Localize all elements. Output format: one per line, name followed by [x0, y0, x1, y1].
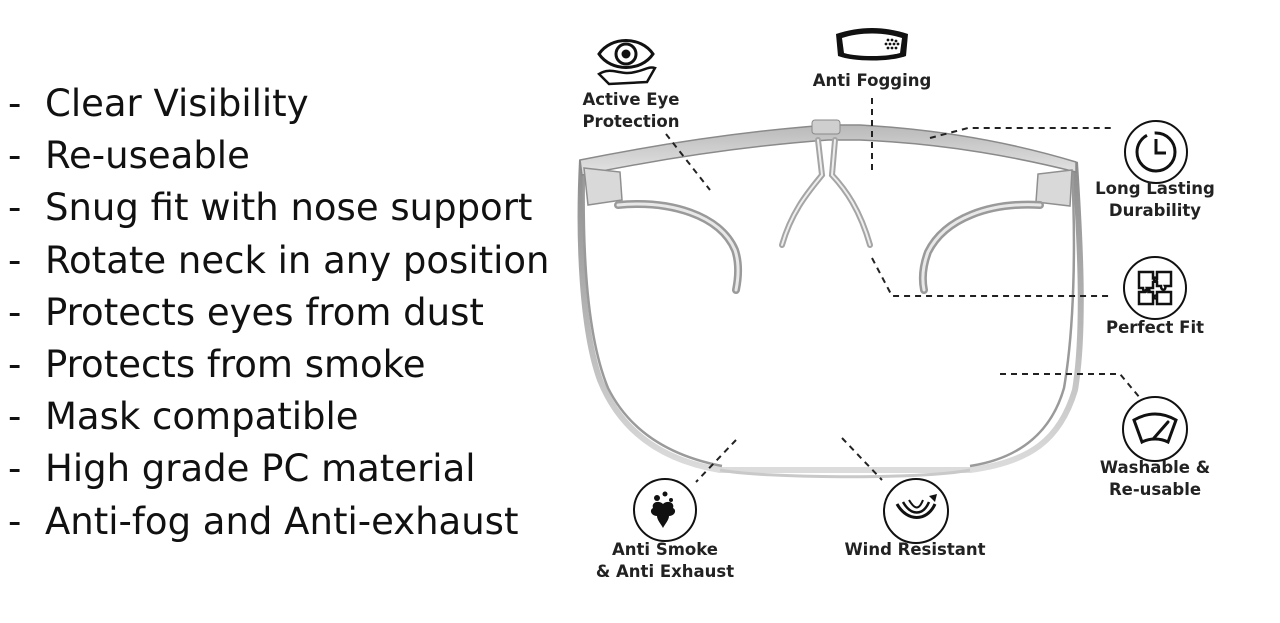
- feature-text: Re-useable: [45, 134, 250, 178]
- shield-left-edge: [582, 164, 723, 468]
- goggles-icon: [830, 26, 914, 64]
- frame-top: [579, 124, 1077, 176]
- wiper-icon: [1122, 396, 1188, 462]
- temple-right: [918, 200, 1044, 294]
- callout-wind-resistant: Wind Resistant: [844, 540, 986, 559]
- clock-icon: [1124, 120, 1188, 184]
- eye-hand-icon: [595, 32, 657, 88]
- callout-washable: Washable & Re-usable: [1099, 458, 1211, 499]
- puzzle-icon: [1123, 256, 1187, 320]
- shield-bottom: [719, 468, 971, 479]
- smoke-icon: [633, 478, 697, 542]
- callout-perfect-fit: Perfect Fit: [1105, 318, 1205, 337]
- feature-text: Clear Visibility: [45, 82, 309, 125]
- callout-long-lasting: Long Lasting Durability: [1095, 179, 1215, 220]
- feature-text: Mask compatible: [45, 395, 359, 439]
- face-shield-illustration: [577, 98, 1141, 483]
- wind-icon: [883, 478, 949, 544]
- shield-right-edge: [969, 165, 1076, 468]
- feature-text: Protects from smoke: [45, 342, 426, 386]
- feature-text: Anti-fog and Anti-exhaust: [45, 499, 519, 543]
- callout-anti-smoke: Anti Smoke & Anti Exhaust: [595, 540, 735, 581]
- feature-text: Snug fit with nose support: [45, 186, 533, 230]
- frame-arm-right: [1035, 169, 1073, 207]
- feature-text: Protects eyes from dust: [45, 290, 484, 334]
- callout-anti-fogging: Anti Fogging: [812, 71, 932, 90]
- feature-text: High grade PC material: [45, 447, 476, 491]
- face-shield-graphic: Active Eye Protection Anti Fogging Long …: [560, 0, 1280, 623]
- nose-support: [779, 137, 873, 248]
- temple-left: [614, 200, 743, 294]
- callout-lines: [665, 98, 1141, 483]
- callout-active-eye: Active Eye Protection: [582, 90, 680, 131]
- frame-arm-left: [583, 167, 623, 206]
- feature-text: Rotate neck in any position: [45, 238, 550, 282]
